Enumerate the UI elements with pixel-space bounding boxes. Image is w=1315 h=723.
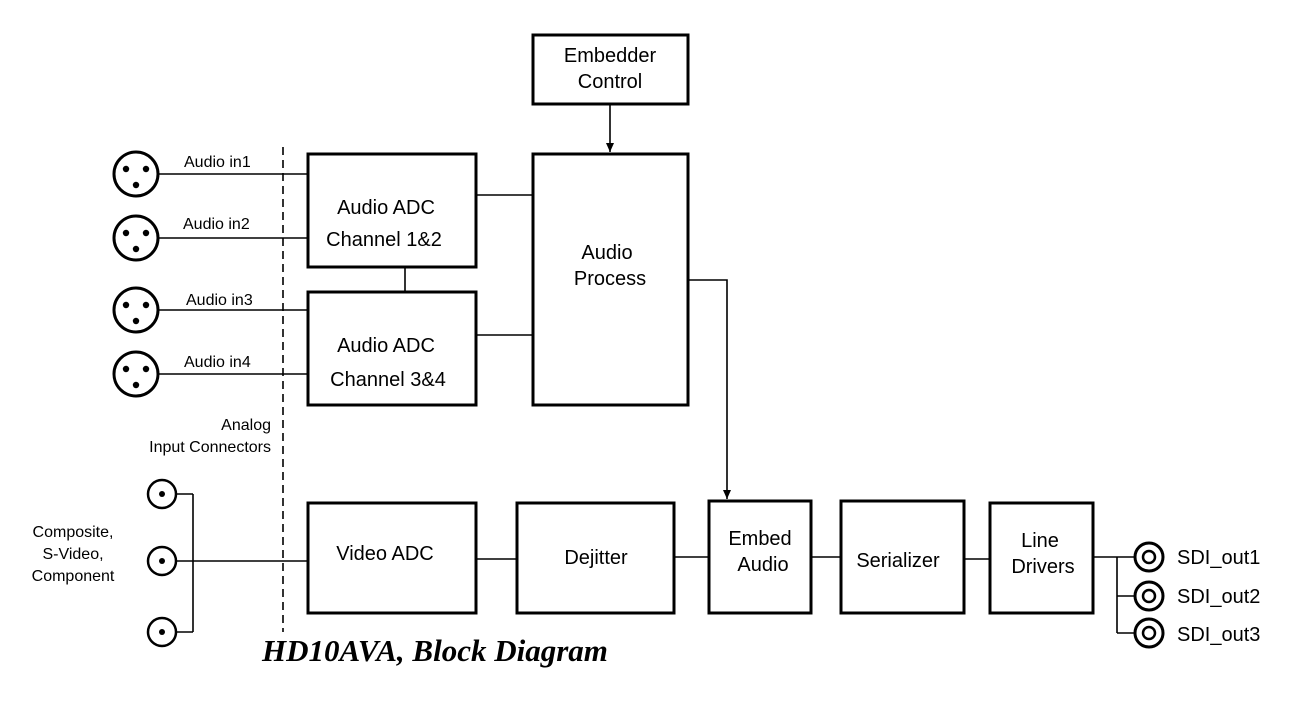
audio-adc-12-line2: Channel 1&2 bbox=[326, 229, 442, 251]
audio-adc-34-line2: Channel 3&4 bbox=[330, 369, 446, 391]
audio-in4-label: Audio in4 bbox=[184, 354, 251, 371]
audio-adc-12-block: Audio ADC Channel 1&2 bbox=[306, 152, 478, 269]
xlr-connector-2 bbox=[112, 214, 160, 262]
sdi-out1-label: SDI_out1 bbox=[1177, 547, 1260, 569]
video-input-label-line3: Component bbox=[32, 568, 115, 585]
xlr-connector-1 bbox=[112, 150, 160, 198]
bnc-sdi-out3 bbox=[1133, 617, 1165, 649]
analog-label-line2: Input Connectors bbox=[149, 439, 271, 456]
line-drivers-block: Line Drivers bbox=[988, 501, 1095, 615]
audio-in3-label: Audio in3 bbox=[186, 292, 253, 309]
audio-in1-label: Audio in1 bbox=[184, 154, 251, 171]
audio-adc-12-line1: Audio ADC bbox=[337, 197, 435, 219]
audio-process-line1: Audio bbox=[581, 242, 632, 264]
xlr-connector-4 bbox=[112, 350, 160, 398]
embedder-control-line2: Control bbox=[578, 71, 642, 93]
arrow-process-to-embed bbox=[688, 279, 731, 499]
sdi-out3-label: SDI_out3 bbox=[1177, 624, 1260, 646]
line-drivers-line1: Line bbox=[1021, 530, 1059, 552]
serializer-block: Serializer bbox=[839, 499, 966, 615]
video-adc-label: Video ADC bbox=[336, 543, 433, 565]
embedder-control-block: Embedder Control bbox=[531, 33, 690, 106]
dejitter-block: Dejitter bbox=[515, 501, 676, 615]
video-input-label-line1: Composite, bbox=[33, 524, 114, 541]
video-input-label-line2: S-Video, bbox=[42, 546, 103, 563]
embed-audio-line1: Embed bbox=[728, 528, 791, 550]
audio-adc-34-line1: Audio ADC bbox=[337, 335, 435, 357]
bnc-sdi-out1 bbox=[1133, 541, 1165, 573]
analog-label-line1: Analog bbox=[221, 417, 271, 434]
audio-adc-34-block: Audio ADC Channel 3&4 bbox=[306, 290, 478, 407]
audio-process-block: Audio Process bbox=[531, 152, 690, 407]
sdi-out2-label: SDI_out2 bbox=[1177, 586, 1260, 608]
bnc-sdi-out2 bbox=[1133, 580, 1165, 612]
diagram-title: HD10AVA, Block Diagram bbox=[261, 633, 608, 668]
video-adc-block: Video ADC bbox=[306, 501, 478, 615]
embedder-control-line1: Embedder bbox=[564, 45, 657, 67]
audio-in2-label: Audio in2 bbox=[183, 216, 250, 233]
embed-audio-line2: Audio bbox=[737, 554, 788, 576]
bnc-video-input-3 bbox=[146, 616, 178, 648]
xlr-connector-3 bbox=[112, 286, 160, 334]
bnc-video-input-2 bbox=[146, 545, 178, 577]
line-drivers-line2: Drivers bbox=[1011, 556, 1074, 578]
serializer-label: Serializer bbox=[856, 550, 940, 572]
dejitter-label: Dejitter bbox=[564, 547, 628, 569]
bnc-video-input-1 bbox=[146, 478, 178, 510]
embed-audio-block: Embed Audio bbox=[707, 499, 813, 615]
audio-process-line2: Process bbox=[574, 268, 646, 290]
